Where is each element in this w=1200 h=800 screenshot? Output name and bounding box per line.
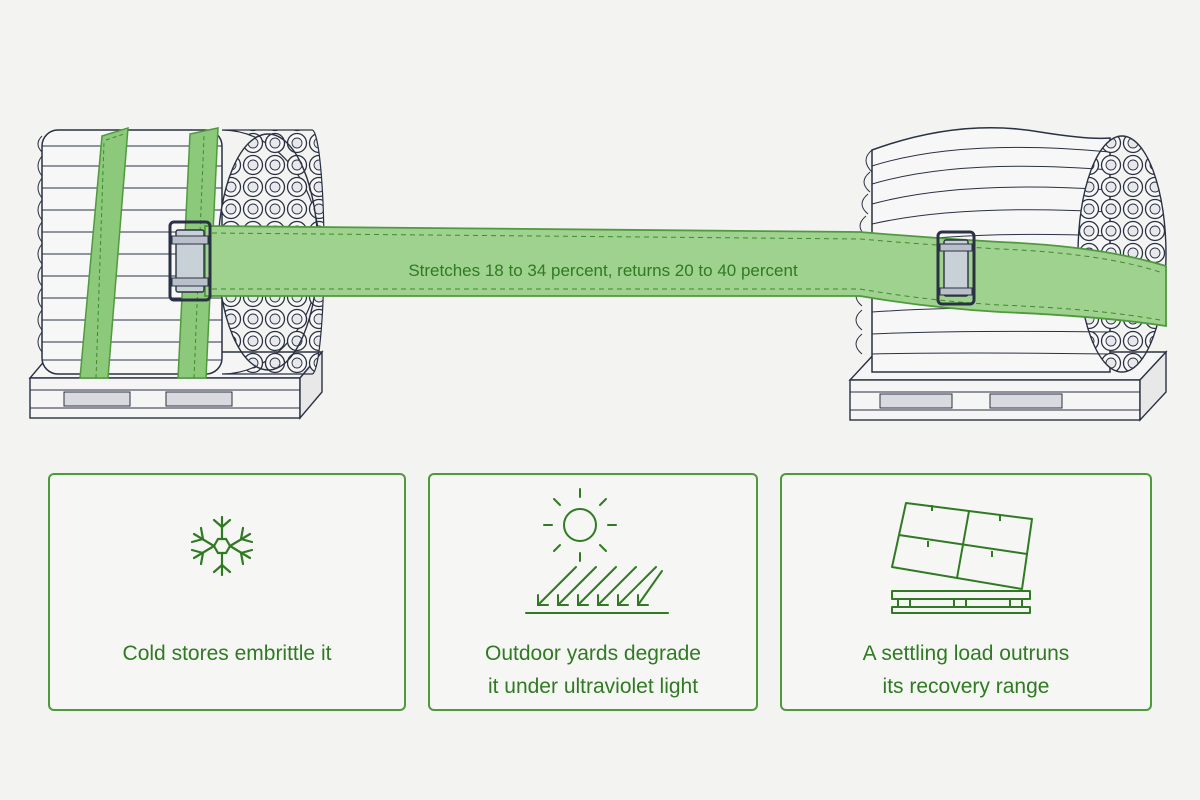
- strap-label: Stretches 18 to 34 percent, returns 20 t…: [408, 261, 798, 280]
- card-caption-cold: Cold stores embrittle it: [122, 642, 332, 665]
- left-tube-bundle: [37, 126, 325, 379]
- card-caption-uv: Outdoor yards degrade it under ultraviol…: [485, 642, 701, 698]
- card-caption-settle: A settling load outruns its recovery ran…: [862, 642, 1070, 698]
- shifting-load-icon: [891, 502, 1033, 614]
- card-uv: Outdoor yards degrade it under ultraviol…: [428, 473, 758, 711]
- right-buckle: [936, 230, 976, 306]
- strapping-illustration: Stretches 18 to 34 percent, returns 20 t…: [28, 126, 1168, 422]
- card-cold: Cold stores embrittle it: [48, 473, 406, 711]
- card-settle: A settling load outruns its recovery ran…: [780, 473, 1152, 711]
- left-buckle: [168, 220, 212, 302]
- sun-icon: [525, 488, 669, 614]
- snowflake-icon: [190, 515, 254, 577]
